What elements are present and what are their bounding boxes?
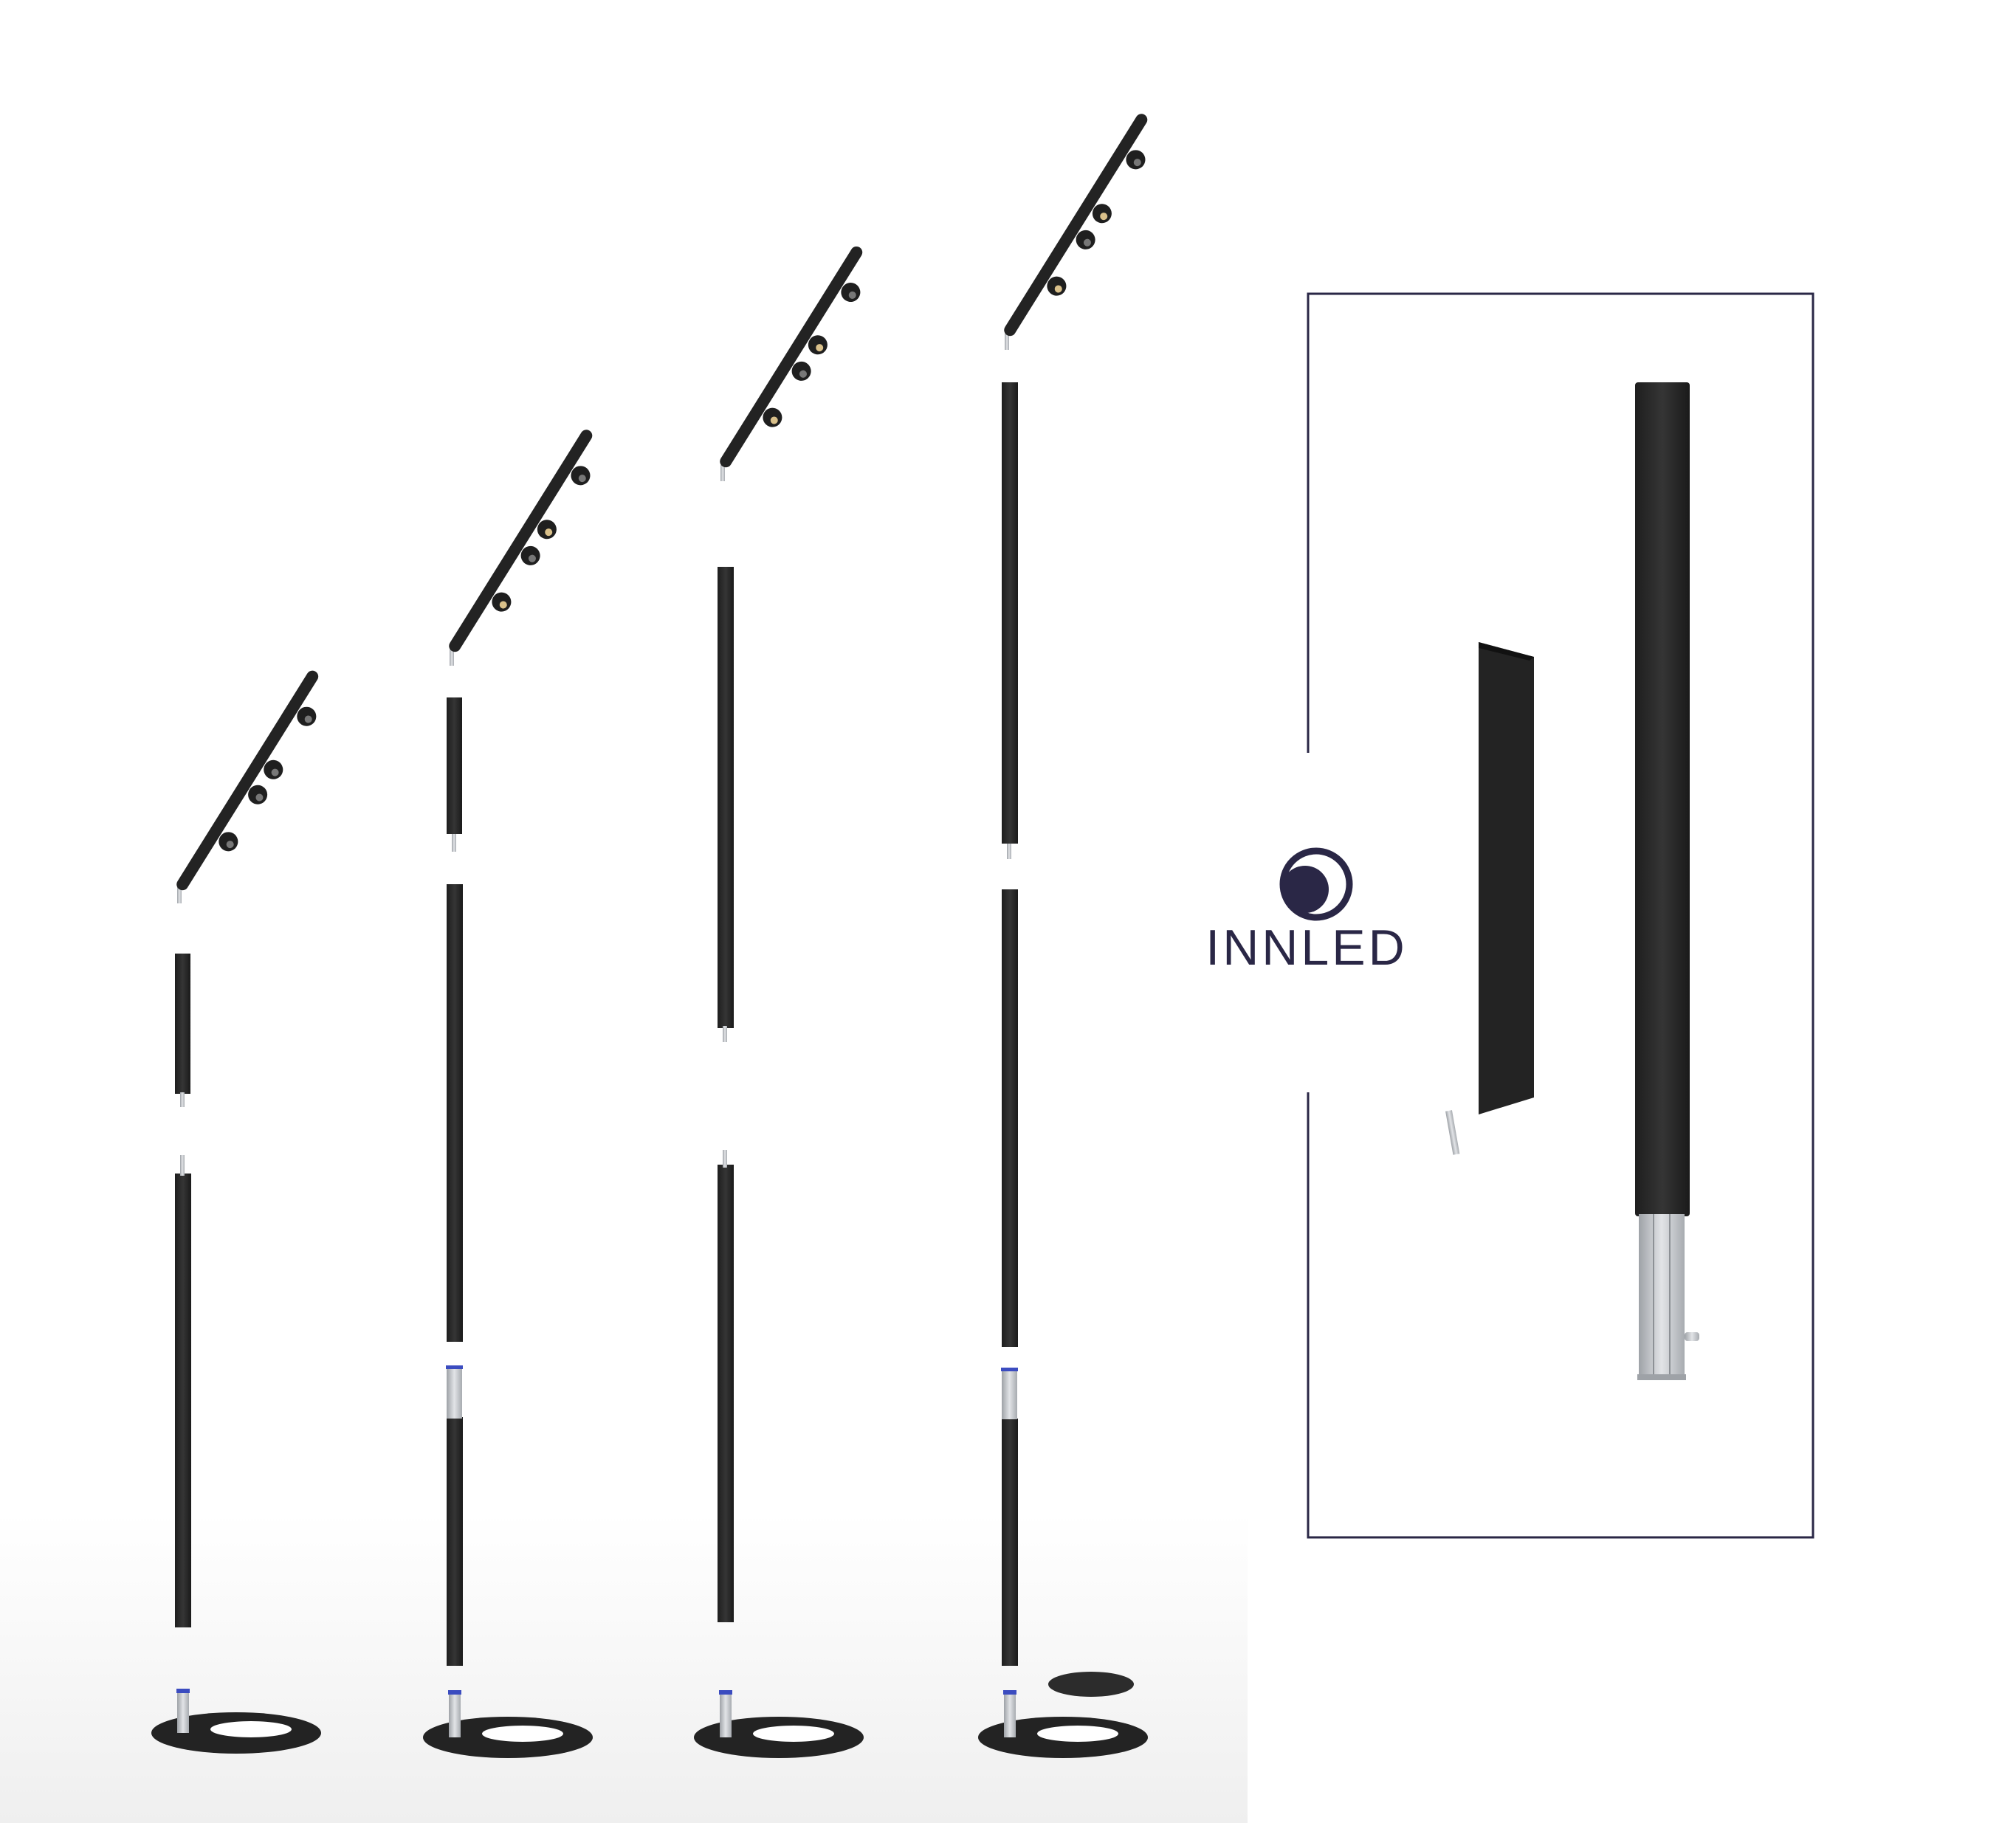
lamp-3-arm-pin — [720, 465, 725, 481]
lamp-4-arm-pin — [1005, 334, 1009, 350]
lamp-1-base-hole — [210, 1721, 292, 1737]
lamp-3-arm — [720, 246, 863, 468]
lamp-2-base-hole — [482, 1726, 563, 1742]
lamp-1-upper-pin — [180, 1092, 185, 1107]
lamp-1-spot-4 — [297, 706, 317, 726]
lamp-3-upper-pole — [718, 567, 734, 1028]
lamp-4-lower-ring — [1001, 1368, 1018, 1371]
lamp-1-spot-3 — [264, 759, 283, 779]
lamp-4-spot-2 — [1076, 230, 1095, 249]
lamp-3-spot-1 — [763, 407, 782, 427]
innled-wordmark: INNLED — [1205, 920, 1407, 976]
lamp-1-spot-2 — [248, 785, 268, 804]
lamp-4-base-post — [1004, 1692, 1016, 1737]
lamp-2-spot-4 — [571, 466, 591, 486]
lamp-3-spot-3 — [808, 335, 828, 355]
lamp-2-lower-ring — [446, 1365, 463, 1369]
lamp-2-middle-pin — [452, 834, 456, 852]
lamp-3-spot-2 — [791, 361, 811, 381]
lamp-4-lower-sleeve — [1002, 1369, 1017, 1419]
lamp-4-base-cap — [1048, 1672, 1134, 1697]
innled-logo-icon — [1279, 847, 1353, 921]
lamp-4-spot-3 — [1092, 204, 1112, 224]
lamp-3-base-post — [720, 1692, 732, 1737]
floor-lamp-2 — [423, 430, 593, 1758]
lamp-2-spot-2 — [520, 545, 540, 565]
lamp-4-middle-pin — [1007, 841, 1011, 859]
detail-frame — [1307, 292, 1814, 1539]
lamp-2-arm-pin — [450, 649, 454, 666]
lamp-4-base-hole — [1037, 1726, 1118, 1742]
floor-lamp-3 — [694, 246, 864, 1758]
lamp-2-lower-sleeve — [447, 1367, 462, 1419]
lamp-1-arm-pin — [177, 887, 182, 903]
lamp-1-spot-1 — [219, 832, 238, 852]
lamp-4-base-ring — [1003, 1690, 1016, 1695]
lamp-4-spot-4 — [1126, 150, 1146, 170]
lamp-2-spot-3 — [537, 520, 557, 540]
detail-tall-pole — [1635, 382, 1699, 1380]
lamp-1-arm — [176, 670, 319, 891]
floor-lamp-4 — [978, 114, 1148, 1758]
lamp-3-upper-pin — [723, 1026, 727, 1042]
lamp-2-middle-pole — [447, 884, 463, 1342]
lamp-3-lower-pin — [723, 1150, 727, 1168]
lamp-2-upper-pole — [447, 697, 462, 834]
brand-name: INNLED — [1205, 920, 1407, 976]
lamp-3-base-hole — [753, 1726, 834, 1742]
lamp-3-base-ring — [719, 1690, 732, 1695]
lamp-4-middle-pole — [1002, 889, 1018, 1347]
innled-logo-text: INNLED — [1196, 919, 1417, 978]
floor-backdrop — [0, 1513, 1248, 1823]
floor-lamp-1 — [151, 670, 321, 1754]
detail-short-pole — [1445, 642, 1534, 1155]
lamp-2-base-ring — [448, 1690, 461, 1695]
lamp-4-arm — [1004, 114, 1148, 337]
lamp-4-upper-pole — [1002, 382, 1018, 844]
detail-frame-top — [1307, 292, 1814, 1539]
lamp-2-base-post — [449, 1692, 461, 1737]
lamp-1-lower-pole — [175, 1174, 191, 1627]
lamp-4-spot-1 — [1047, 276, 1067, 296]
lamp-3-lower-pole — [718, 1165, 734, 1622]
lamp-1-base-post — [177, 1690, 189, 1733]
lamp-1-base-ring — [176, 1689, 190, 1693]
lamp-3-spot-4 — [841, 283, 861, 303]
lamp-2-spot-1 — [492, 592, 512, 612]
lamp-1-lower-pin — [180, 1155, 185, 1176]
lamp-1-upper-pole — [175, 954, 190, 1094]
lamp-2-arm — [449, 430, 593, 652]
lamp-4-lower-pole — [1002, 1419, 1018, 1666]
lamp-2-lower-pole — [447, 1417, 463, 1666]
